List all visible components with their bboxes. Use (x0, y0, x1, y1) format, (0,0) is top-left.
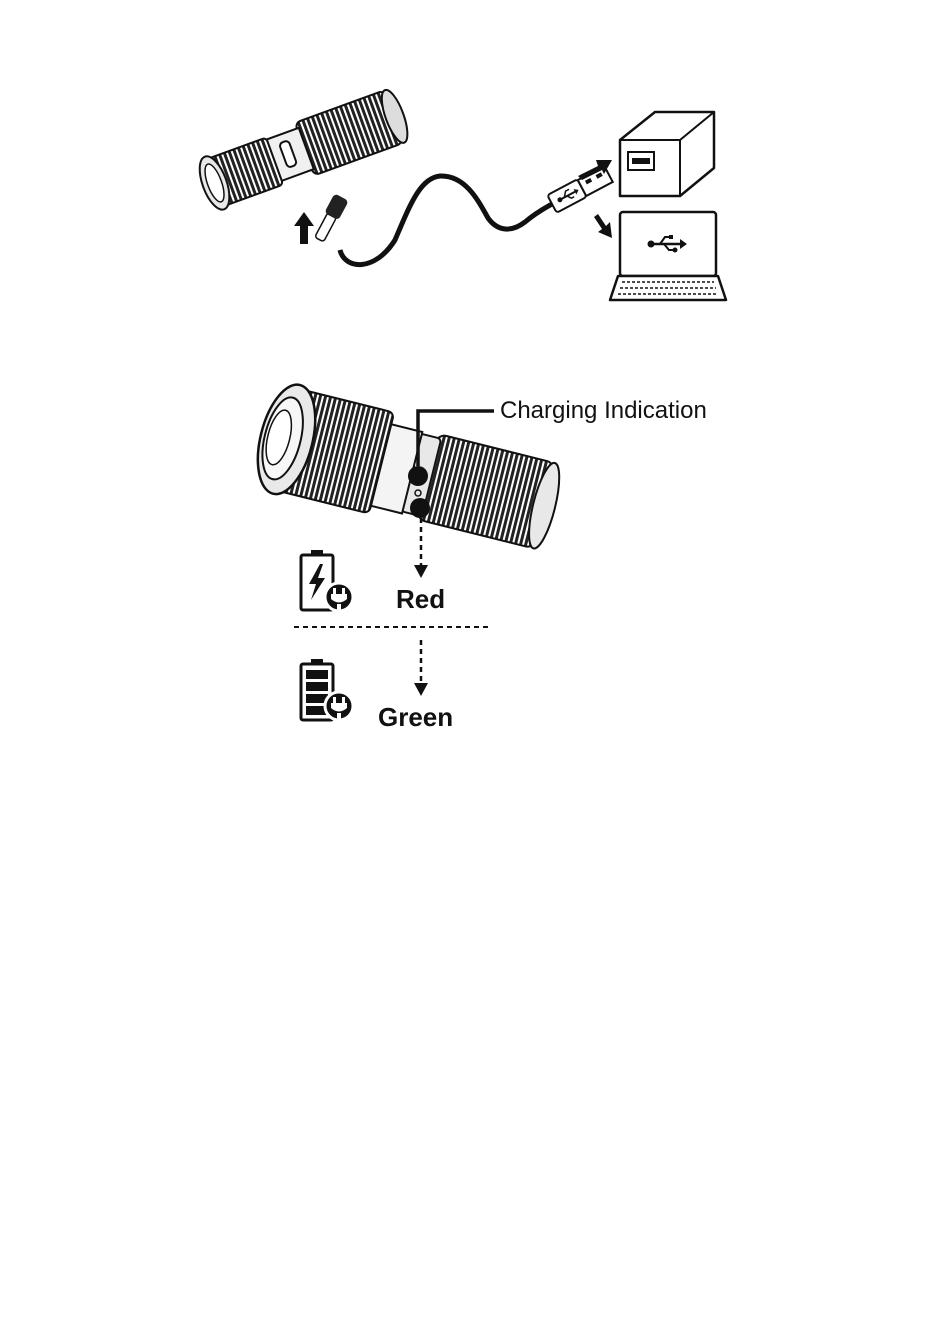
charging-indication-label: Charging Indication (500, 397, 707, 424)
battery-charging-icon (301, 550, 353, 611)
arrow-to-laptop (594, 214, 612, 238)
insert-arrow (294, 212, 314, 244)
charge-port-dot (408, 466, 428, 486)
flashlight-top (193, 87, 413, 213)
indicator-illustration: Charging Indication Red (248, 379, 707, 732)
state-red-label: Red (396, 584, 445, 614)
usb-c-plug (312, 193, 349, 243)
connection-illustration (193, 0, 726, 300)
battery-full-icon (301, 659, 353, 720)
indicator-light-dot (410, 498, 430, 518)
laptop-icon (610, 212, 726, 300)
state-green-label: Green (378, 702, 453, 732)
charging-cable (340, 176, 552, 265)
wall-charger-icon (620, 0, 724, 196)
